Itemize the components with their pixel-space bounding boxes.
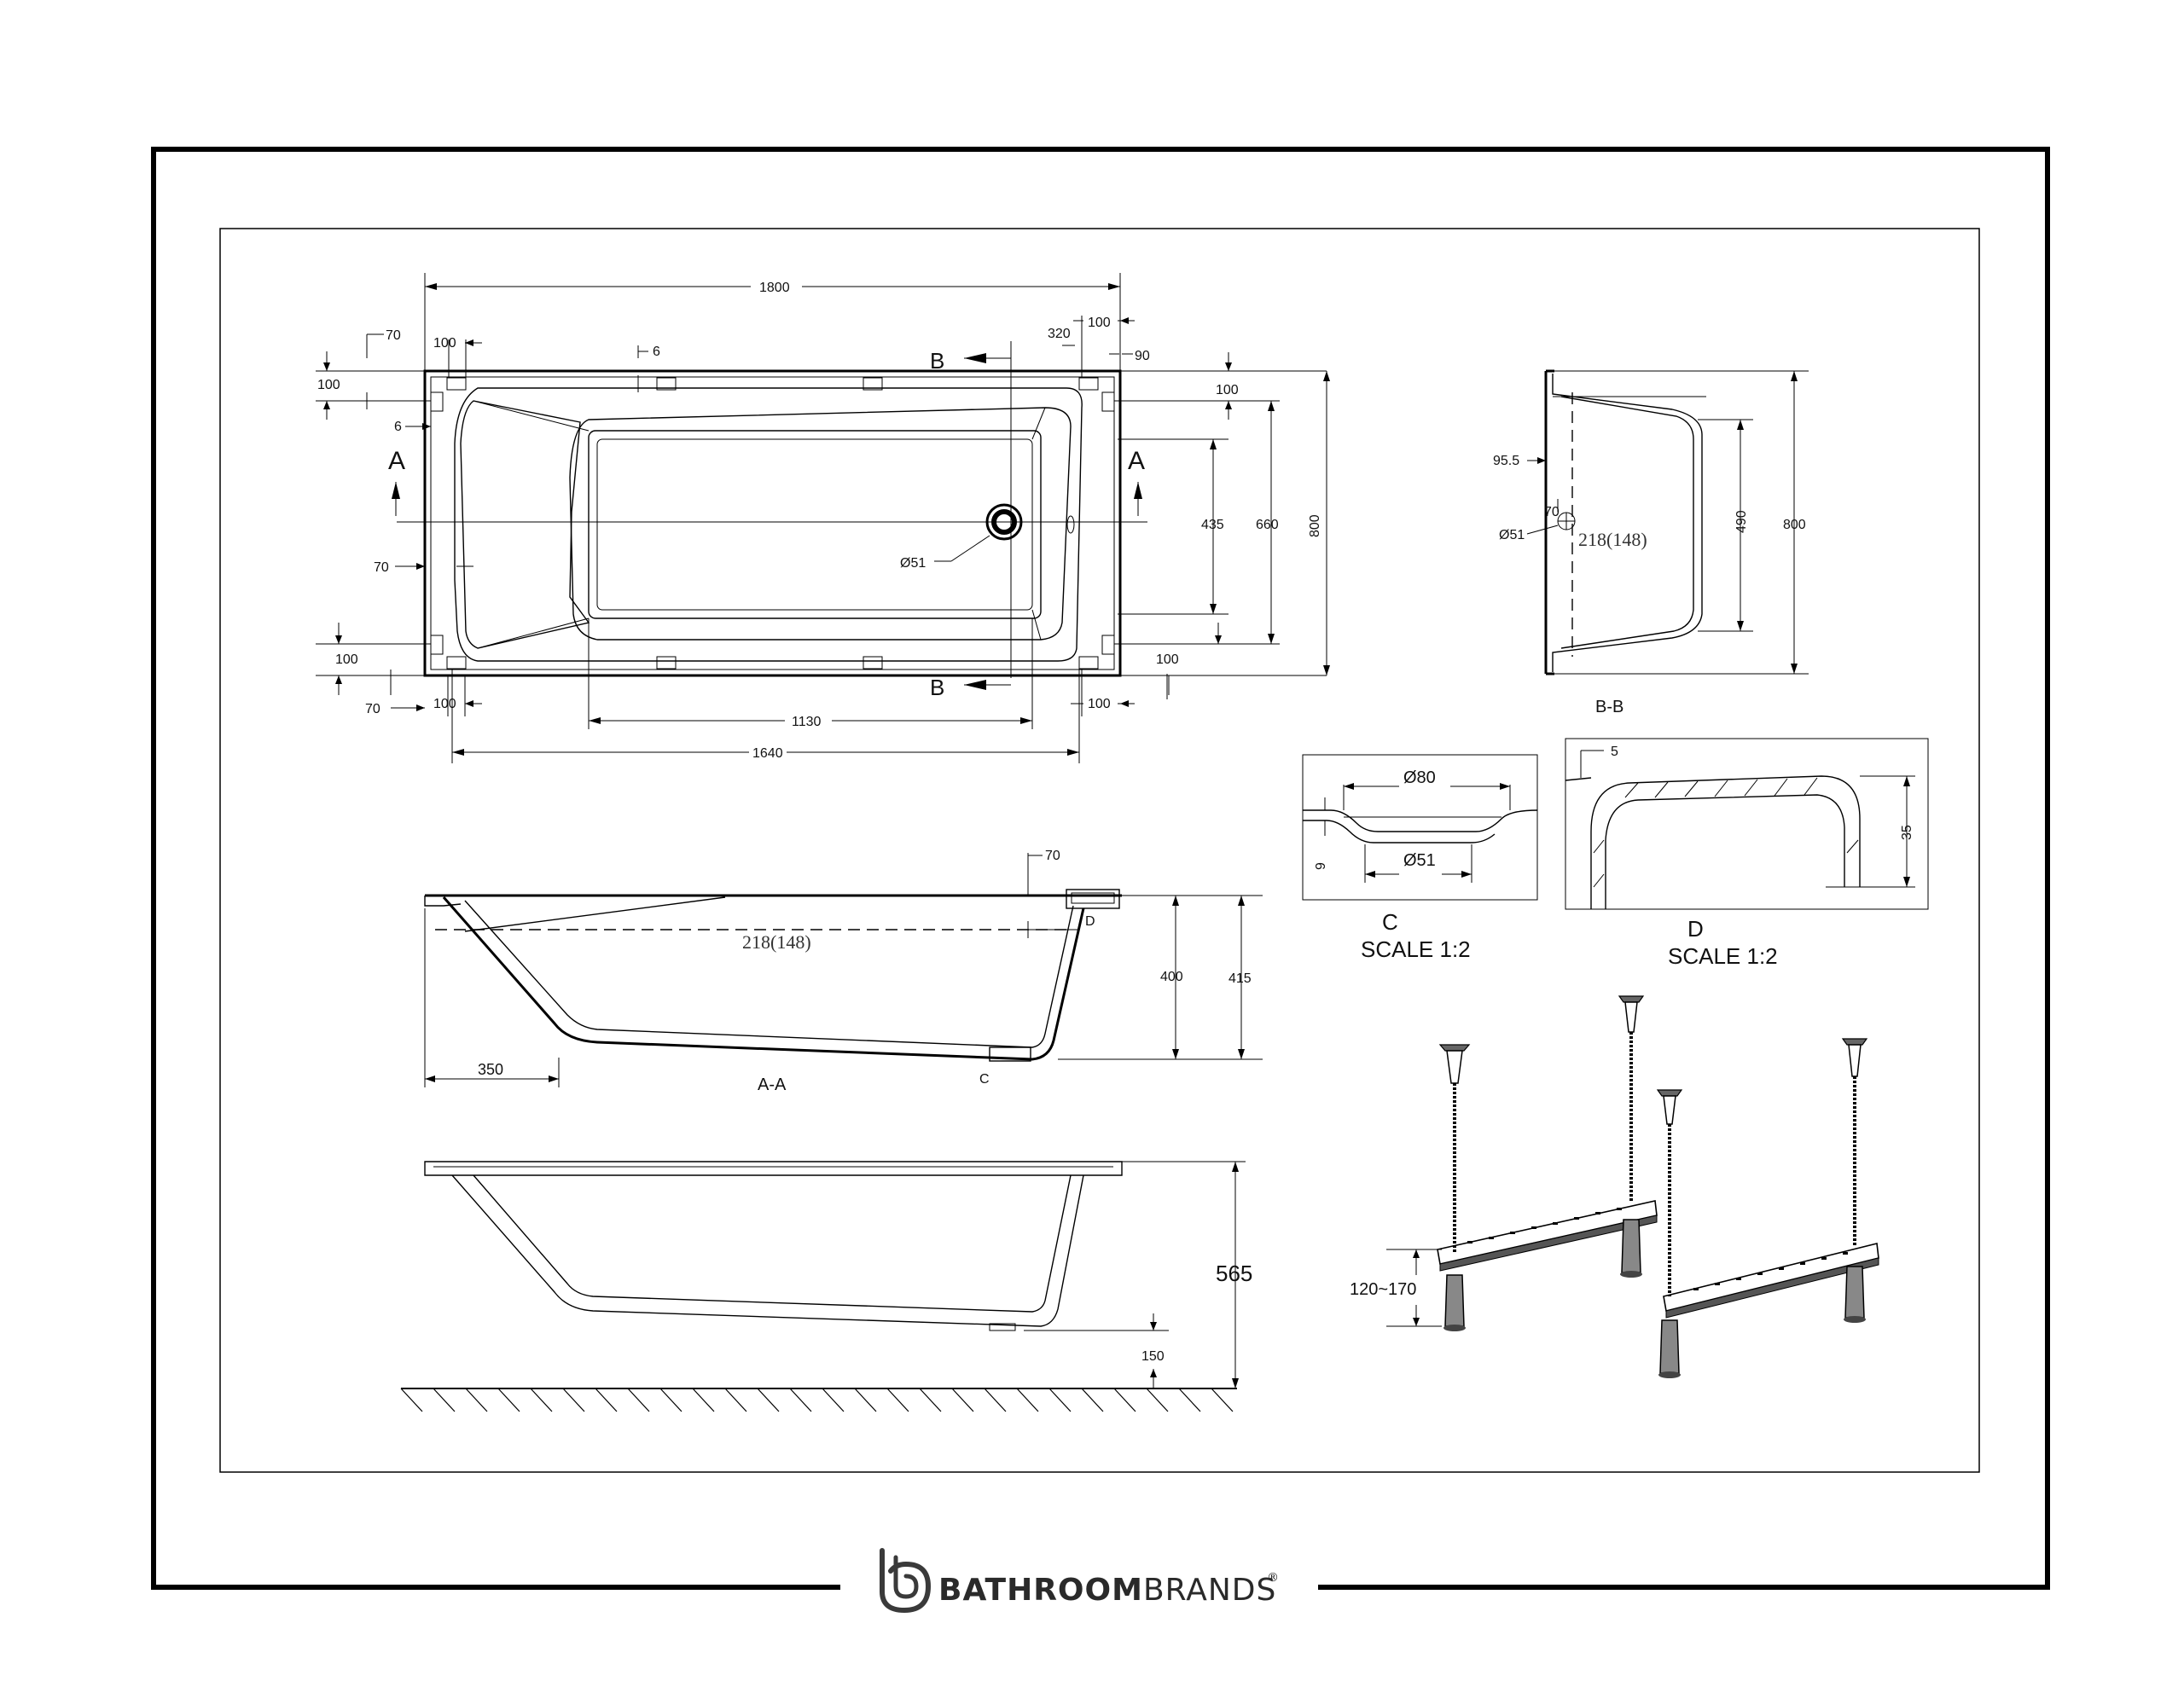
- detail-c-dim-80: Ø80: [1403, 768, 1436, 787]
- plan-waste-dia: Ø51: [900, 556, 926, 571]
- aa-dim-400: 400: [1160, 970, 1183, 984]
- floor-hatching: [400, 1388, 1234, 1412]
- brand-footer: BATHROOMBRANDS ®: [880, 1548, 1279, 1614]
- detail-c-dim-51: Ø51: [1403, 851, 1436, 870]
- detail-d-view: 5 35 D SCALE 1:2: [1565, 738, 1929, 969]
- plan-view: Ø51 1800 70 100 6: [316, 273, 1330, 763]
- plan-dim-100-left-bot: 100: [335, 652, 358, 667]
- plan-dim-6-top: 6: [653, 345, 660, 359]
- plan-dim-100-br: 100: [1088, 697, 1111, 711]
- plan-section-b-top: B: [930, 348, 944, 374]
- plan-dim-100-bl: 100: [433, 697, 456, 711]
- bb-dim-70: 70: [1544, 505, 1560, 519]
- detail-d-scale: SCALE 1:2: [1668, 943, 1778, 969]
- detail-c-dim-9: 9: [1314, 862, 1328, 870]
- section-bb-view: 800 490 95.5 70 Ø51 218(148) B-B: [1493, 369, 1809, 716]
- plan-dim-100-tl: 100: [433, 336, 456, 351]
- aa-label: A-A: [758, 1075, 787, 1094]
- aa-dim-415: 415: [1228, 971, 1252, 986]
- outer-frame: [151, 147, 2050, 1590]
- leg-set-left: 120~170: [1350, 995, 1658, 1331]
- plan-section-a-right: A: [1128, 447, 1145, 475]
- bb-dim-51: Ø51: [1499, 528, 1525, 542]
- plan-dim-100-right-top: 100: [1216, 383, 1239, 397]
- aa-marker-d: D: [1085, 914, 1095, 929]
- detail-c-view: Ø80 Ø51 9 C SCALE 1:2: [1302, 754, 1538, 962]
- bb-dim-490: 490: [1734, 510, 1749, 533]
- plan-dim-70-bl: 70: [365, 702, 380, 716]
- plan-dim-800: 800: [1308, 514, 1322, 537]
- bb-label: B-B: [1595, 698, 1623, 716]
- bb-depth-note: 218(148): [1578, 529, 1647, 550]
- bb-dim-95-5: 95.5: [1493, 454, 1519, 468]
- plan-dim-660: 660: [1256, 518, 1279, 532]
- bathroombrands-logo-icon: [880, 1548, 932, 1614]
- plan-section-b-bot: B: [930, 675, 944, 700]
- legs-adjust-range: 120~170: [1350, 1280, 1416, 1299]
- brand-name: BATHROOMBRANDS: [938, 1573, 1276, 1608]
- leg-set-right: [1656, 1038, 1879, 1378]
- detail-d-dim-35: 35: [1900, 825, 1914, 840]
- plan-dim-100-left-top: 100: [317, 378, 340, 392]
- plan-dim-100-tr: 100: [1088, 316, 1111, 330]
- plan-dim-6-left: 6: [394, 420, 402, 434]
- brand-registered-mark: ®: [1267, 1571, 1279, 1585]
- aa-dim-70: 70: [1045, 849, 1060, 863]
- detail-d-dim-5: 5: [1611, 745, 1618, 759]
- detail-c-scale: SCALE 1:2: [1361, 936, 1471, 962]
- plan-dim-90: 90: [1135, 349, 1150, 363]
- elevation-view: 565 150: [400, 1161, 1252, 1412]
- waste-outlet: [985, 503, 1023, 541]
- plan-dim-1130: 1130: [792, 715, 822, 729]
- plan-dim-320: 320: [1048, 327, 1071, 341]
- detail-d-label: D: [1687, 916, 1704, 942]
- elev-dim-565: 565: [1216, 1261, 1252, 1286]
- aa-dim-350: 350: [478, 1061, 503, 1078]
- plan-dim-1800: 1800: [759, 281, 790, 295]
- plan-dim-70-tl: 70: [386, 328, 401, 343]
- section-aa-view: D C 70 218(148) 400 415 350 A-A: [424, 849, 1263, 1094]
- inner-frame: [219, 228, 1980, 1473]
- plan-dim-1640: 1640: [752, 746, 783, 761]
- plan-dim-100-right-bot: 100: [1156, 652, 1179, 667]
- bb-dim-800: 800: [1783, 518, 1806, 532]
- elev-dim-150: 150: [1141, 1349, 1165, 1364]
- plan-section-a-left: A: [388, 447, 405, 475]
- aa-depth-note: 218(148): [742, 931, 811, 953]
- plan-dim-70-left: 70: [374, 560, 389, 575]
- aa-marker-c: C: [979, 1072, 990, 1087]
- detail-c-label: C: [1382, 909, 1398, 935]
- plan-dim-435: 435: [1201, 518, 1224, 532]
